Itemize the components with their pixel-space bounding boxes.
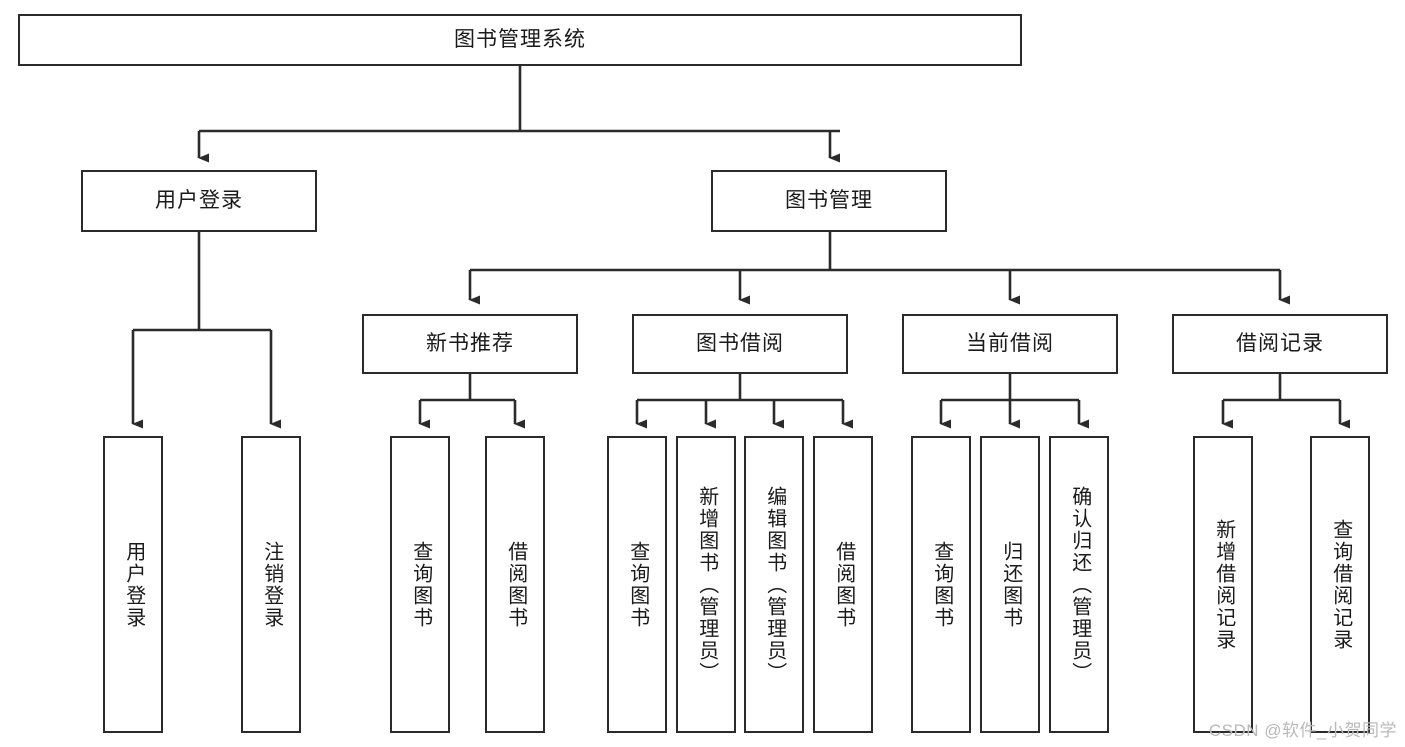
node-leaf-confirm-return[interactable]: 确认归还（管理员） xyxy=(1049,436,1109,733)
node-root-label: 图书管理系统 xyxy=(454,28,586,52)
node-leaf-query-record-label: 查询借阅记录 xyxy=(1329,518,1352,651)
node-book-manage-label: 图书管理 xyxy=(785,189,873,213)
node-root[interactable]: 图书管理系统 xyxy=(18,14,1022,66)
node-new-book-rec-label: 新书推荐 xyxy=(426,332,514,356)
node-borrow-record[interactable]: 借阅记录 xyxy=(1172,314,1388,374)
node-leaf-confirm-return-label: 确认归还（管理员） xyxy=(1068,485,1091,684)
node-book-borrow[interactable]: 图书借阅 xyxy=(632,314,848,374)
node-user-login-label: 用户登录 xyxy=(155,189,243,213)
node-leaf-query-book-3[interactable]: 查询图书 xyxy=(911,436,971,733)
node-leaf-query-book-1[interactable]: 查询图书 xyxy=(390,436,450,733)
node-leaf-borrow-book-2-label: 借阅图书 xyxy=(832,540,855,629)
node-leaf-return-book-label: 归还图书 xyxy=(999,540,1022,629)
node-leaf-logout-login[interactable]: 注销登录 xyxy=(241,436,301,733)
node-leaf-borrow-book-2[interactable]: 借阅图书 xyxy=(813,436,873,733)
node-leaf-user-login[interactable]: 用户登录 xyxy=(103,436,163,733)
node-leaf-logout-login-label: 注销登录 xyxy=(260,540,283,629)
node-leaf-add-record[interactable]: 新增借阅记录 xyxy=(1193,436,1253,733)
node-current-borrow-label: 当前借阅 xyxy=(966,332,1054,356)
node-leaf-query-record[interactable]: 查询借阅记录 xyxy=(1310,436,1370,733)
node-leaf-borrow-book-1-label: 借阅图书 xyxy=(504,540,527,629)
node-current-borrow[interactable]: 当前借阅 xyxy=(902,314,1118,374)
node-user-login[interactable]: 用户登录 xyxy=(81,170,317,232)
csdn-watermark: CSDN @软件_小贺同学 xyxy=(1208,721,1397,740)
node-book-manage[interactable]: 图书管理 xyxy=(711,170,947,232)
node-leaf-add-book-label: 新增图书（管理员） xyxy=(695,485,718,684)
node-book-borrow-label: 图书借阅 xyxy=(696,332,784,356)
node-leaf-add-record-label: 新增借阅记录 xyxy=(1212,518,1235,651)
node-leaf-query-book-3-label: 查询图书 xyxy=(930,540,953,629)
node-leaf-return-book[interactable]: 归还图书 xyxy=(980,436,1040,733)
node-leaf-borrow-book-1[interactable]: 借阅图书 xyxy=(485,436,545,733)
node-new-book-rec[interactable]: 新书推荐 xyxy=(362,314,578,374)
node-leaf-query-book-2[interactable]: 查询图书 xyxy=(607,436,667,733)
node-leaf-query-book-1-label: 查询图书 xyxy=(409,540,432,629)
node-leaf-edit-book[interactable]: 编辑图书（管理员） xyxy=(744,436,804,733)
node-leaf-add-book[interactable]: 新增图书（管理员） xyxy=(676,436,736,733)
node-leaf-query-book-2-label: 查询图书 xyxy=(626,540,649,629)
node-leaf-edit-book-label: 编辑图书（管理员） xyxy=(763,485,786,684)
node-borrow-record-label: 借阅记录 xyxy=(1236,332,1324,356)
node-leaf-user-login-label: 用户登录 xyxy=(122,540,145,629)
